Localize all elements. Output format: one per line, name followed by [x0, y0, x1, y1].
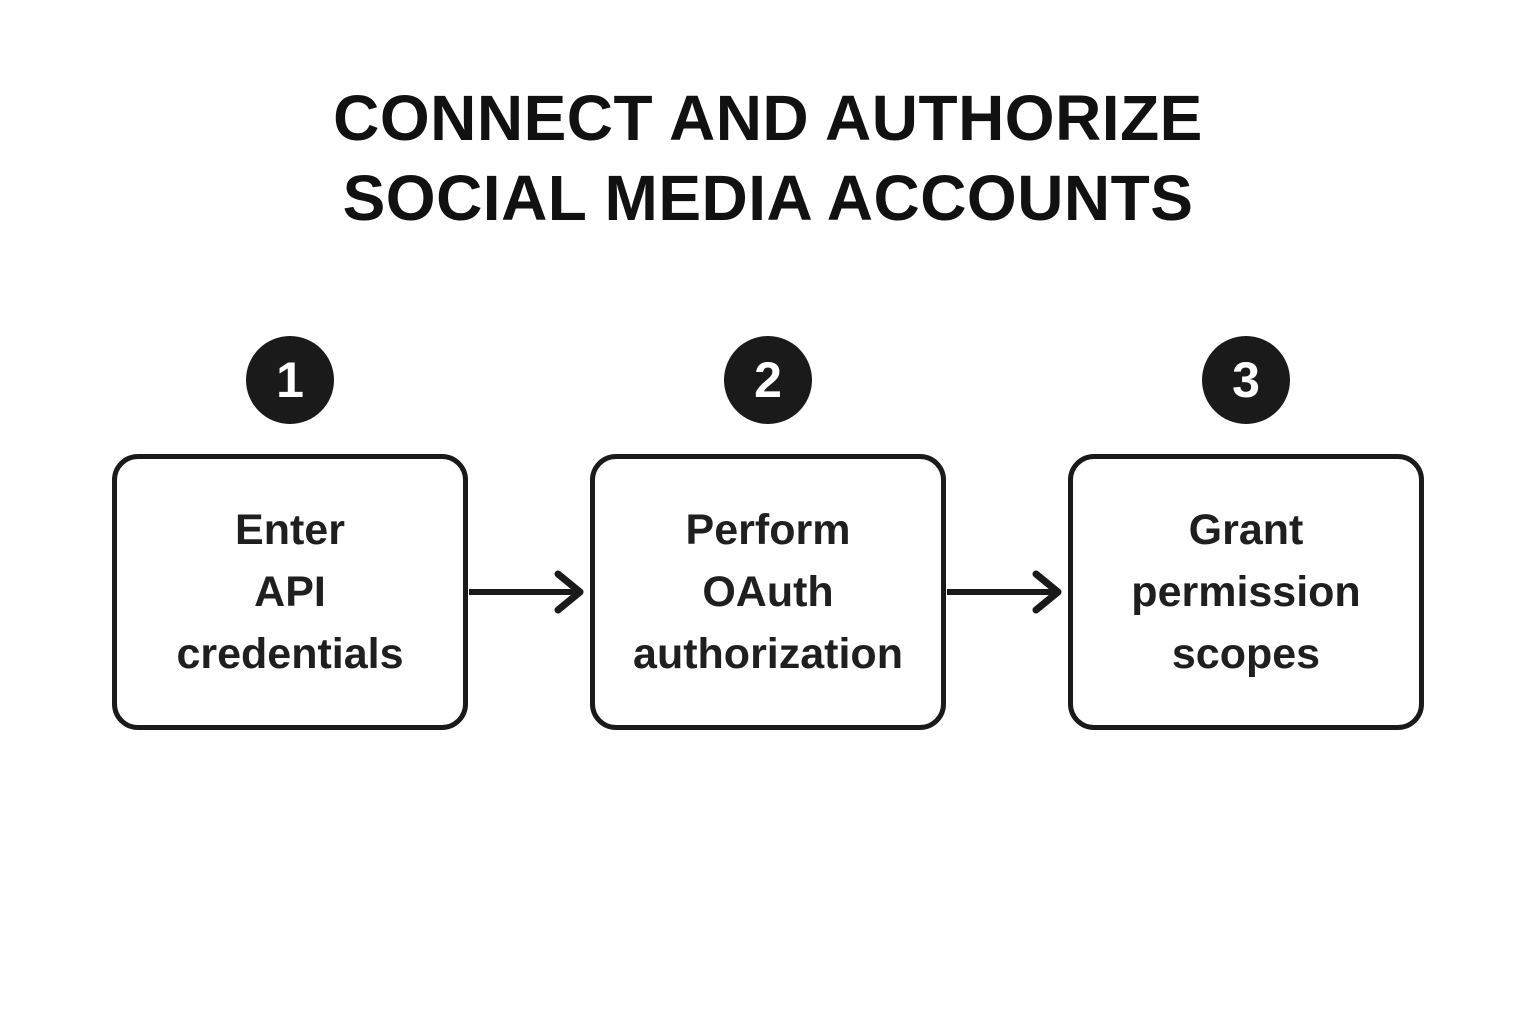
step-box-label: Grant permission scopes [1131, 506, 1361, 678]
arrow-right-icon [468, 568, 590, 616]
step-number-badge: 1 [246, 336, 334, 424]
step-box: Grant permission scopes [1068, 454, 1424, 730]
step-perform-oauth-authorization: 2 Perform OAuth authorization [590, 336, 946, 730]
step-box-label: Enter API credentials [176, 506, 404, 678]
step-grant-permission-scopes: 3 Grant permission scopes [1068, 336, 1424, 730]
steps-row: 1 Enter API credentials 2 Perform OAuth … [0, 336, 1536, 730]
step-box-label: Perform OAuth authorization [633, 506, 903, 678]
step-box: Perform OAuth authorization [590, 454, 946, 730]
step-box: Enter API credentials [112, 454, 468, 730]
step-enter-api-credentials: 1 Enter API credentials [112, 336, 468, 730]
arrow-right-icon [946, 568, 1068, 616]
step-number-badge: 3 [1202, 336, 1290, 424]
page-title: CONNECT AND AUTHORIZE SOCIAL MEDIA ACCOU… [333, 82, 1203, 234]
step-number-badge: 2 [724, 336, 812, 424]
